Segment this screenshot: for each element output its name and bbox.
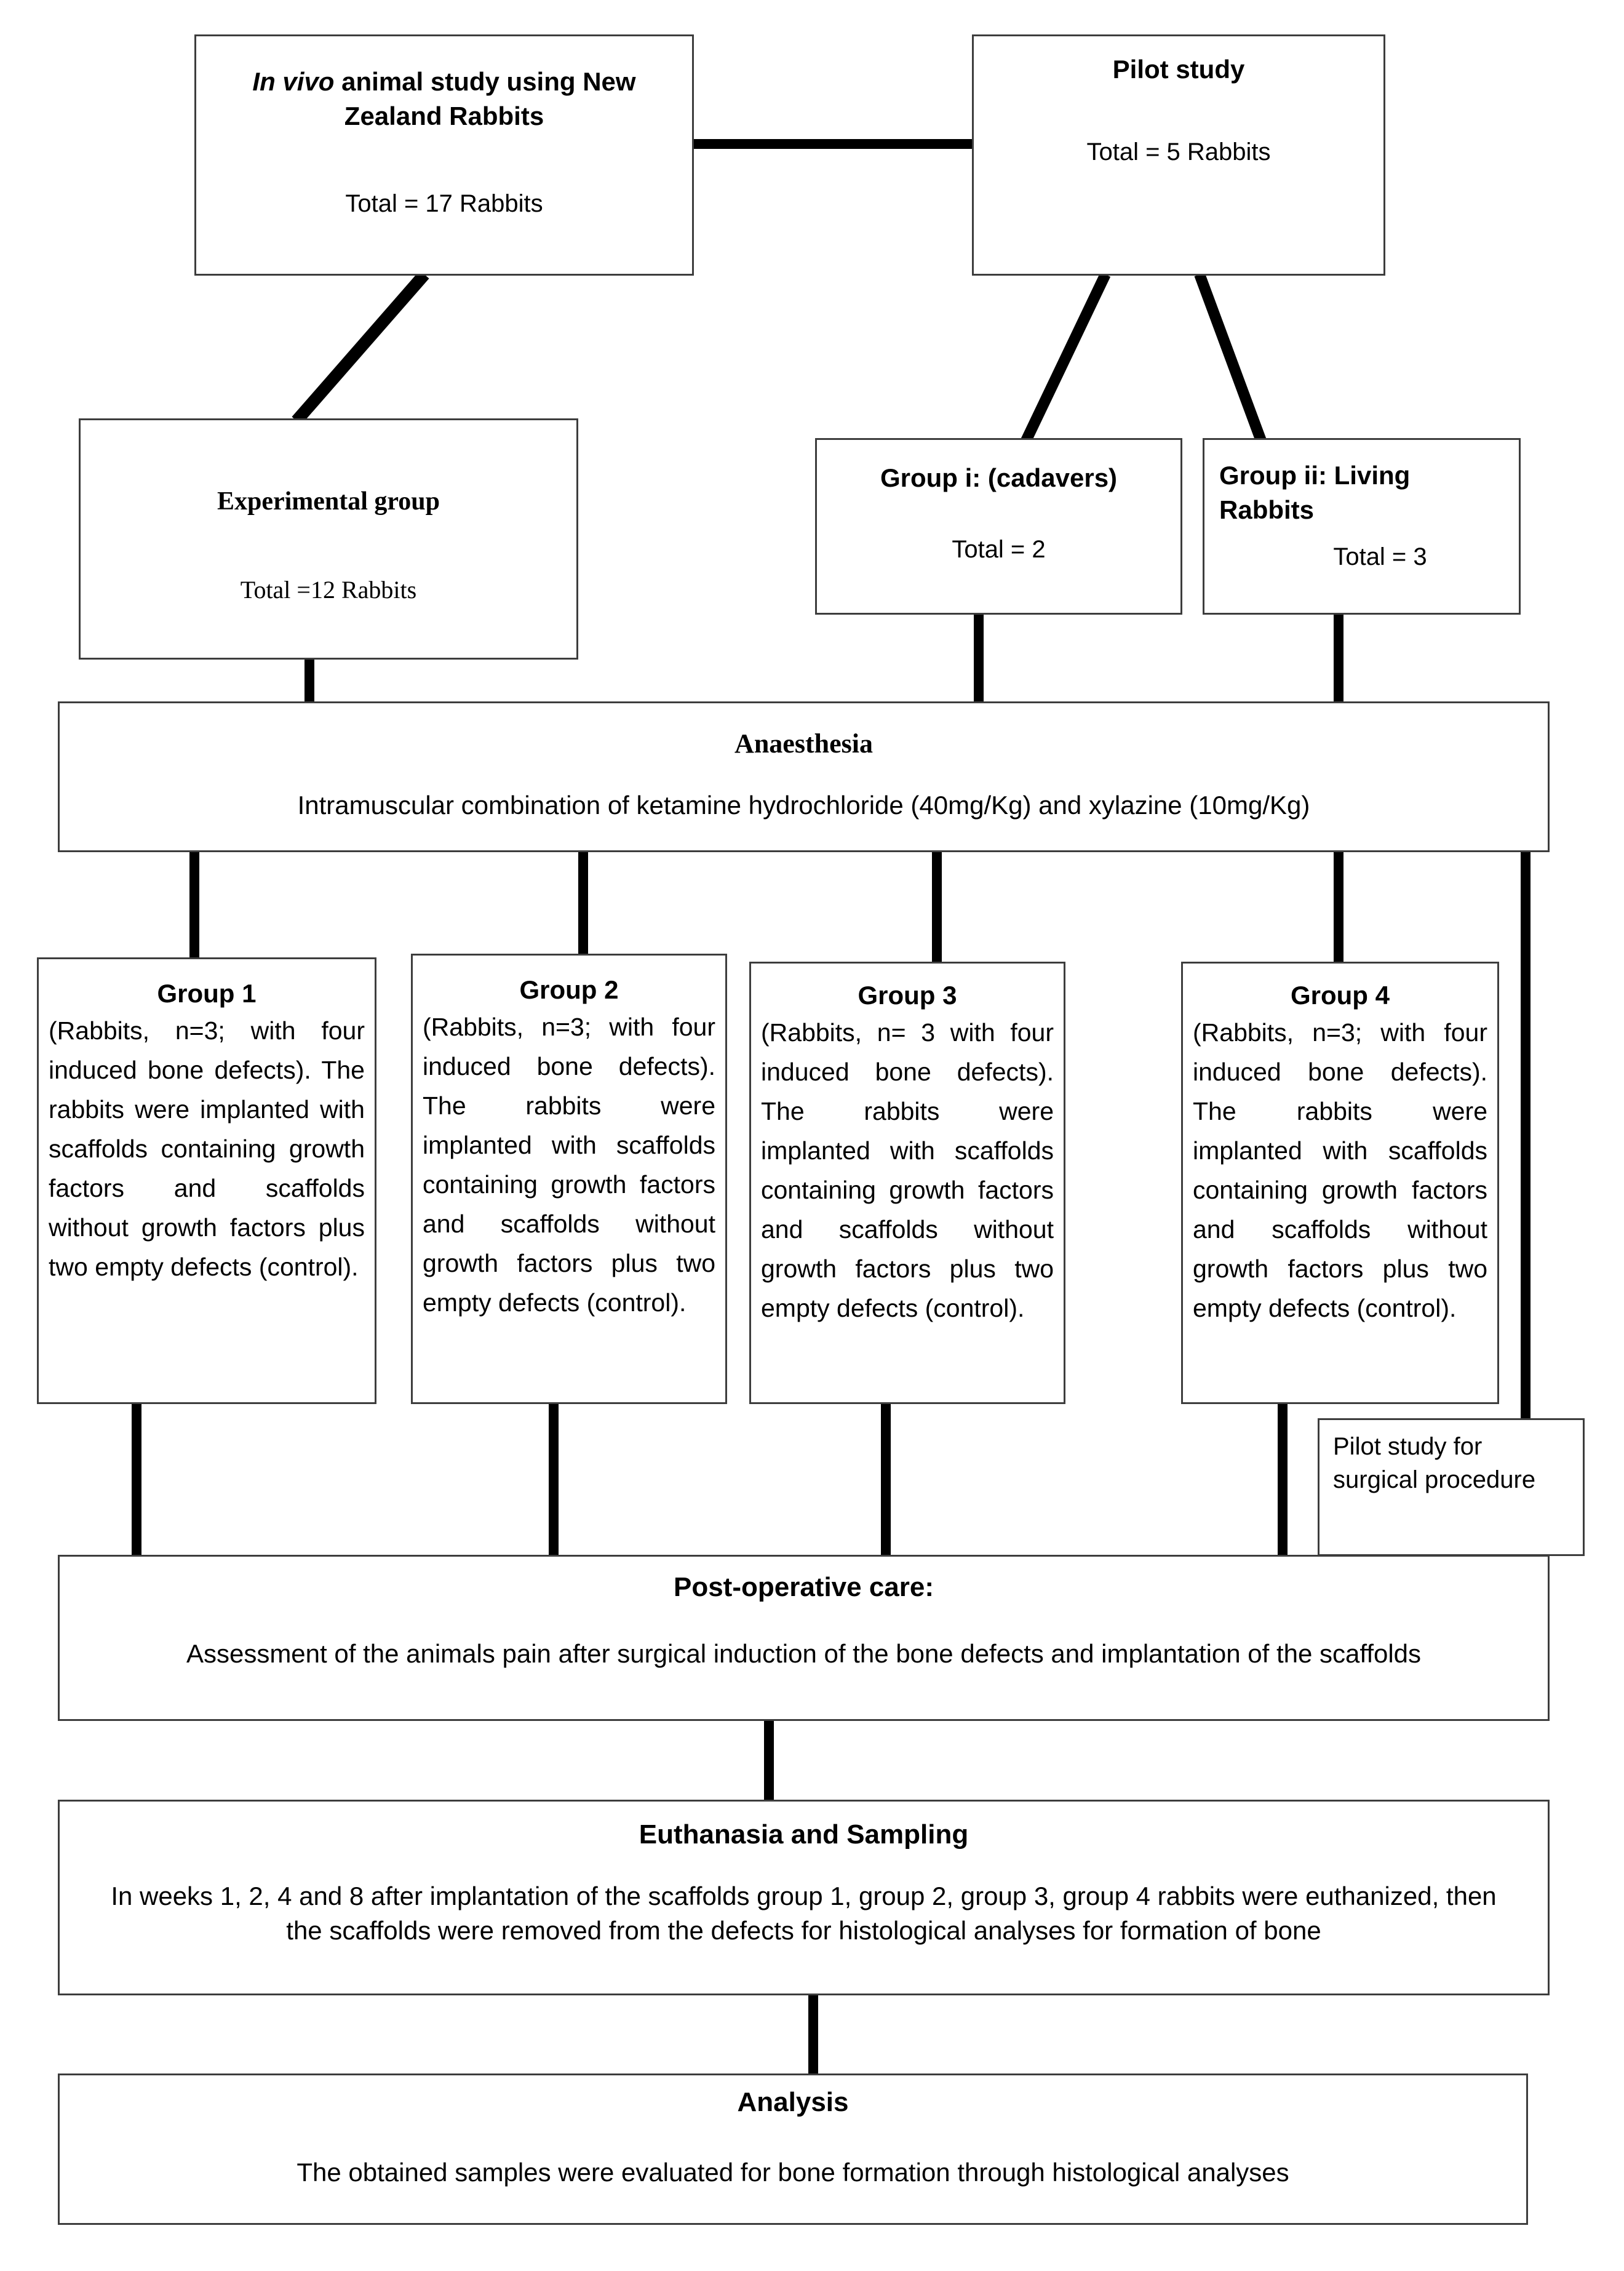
node-invivo-study: In vivo animal study using New Zealand R… xyxy=(194,34,694,276)
node-postop-body: Assessment of the animals pain after sur… xyxy=(186,1639,1422,1668)
node-group-4: Group 4 (Rabbits, n=3; with four induced… xyxy=(1181,962,1499,1404)
node-pilot-title: Pilot study xyxy=(1112,55,1245,84)
node-pilot-study: Pilot study Total = 5 Rabbits xyxy=(972,34,1385,276)
node-euthanasia-title: Euthanasia and Sampling xyxy=(639,1819,969,1850)
node-group-2: Group 2 (Rabbits, n=3; with four induced… xyxy=(411,954,727,1404)
node-group-2-body: (Rabbits, n=3; with four induced bone de… xyxy=(423,1013,715,1317)
node-group-3: Group 3 (Rabbits, n= 3 with four induced… xyxy=(749,962,1065,1404)
node-group-i-title: Group i: (cadavers) xyxy=(880,463,1118,492)
node-experimental-total: Total =12 Rabbits xyxy=(240,576,417,604)
node-pilot-surgical-body: Pilot study for surgical procedure xyxy=(1333,1433,1536,1493)
node-group-i-cadavers: Group i: (cadavers) Total = 2 xyxy=(815,438,1182,615)
node-group-3-body: (Rabbits, n= 3 with four induced bone de… xyxy=(761,1018,1054,1322)
node-group-1-body: (Rabbits, n=3; with four induced bone de… xyxy=(49,1016,365,1281)
node-euthanasia-sampling: Euthanasia and Sampling In weeks 1, 2, 4… xyxy=(58,1800,1550,1995)
node-group-ii-total: Total = 3 xyxy=(1333,543,1427,570)
node-anaesthesia-title: Anaesthesia xyxy=(734,728,873,759)
node-euthanasia-body: In weeks 1, 2, 4 and 8 after implantatio… xyxy=(111,1882,1497,1945)
node-anaesthesia: Anaesthesia Intramuscular combination of… xyxy=(58,701,1550,852)
node-group-3-title: Group 3 xyxy=(858,981,957,1010)
node-analysis-body: The obtained samples were evaluated for … xyxy=(297,2158,1289,2187)
connector-invivo-experimental xyxy=(292,270,429,425)
node-group-4-title: Group 4 xyxy=(1290,981,1390,1010)
node-group-i-total: Total = 2 xyxy=(952,536,1046,563)
node-invivo-total: Total = 17 Rabbits xyxy=(345,190,543,217)
node-group-ii-living: Group ii: Living Rabbits Total = 3 xyxy=(1203,438,1521,615)
connector-pilot-group-i xyxy=(1021,272,1111,443)
connector-pilot-group-ii xyxy=(1194,272,1267,443)
node-group-1-title: Group 1 xyxy=(157,979,257,1008)
node-invivo-title: In vivo animal study using New Zealand R… xyxy=(215,65,674,134)
node-group-2-title: Group 2 xyxy=(519,975,619,1004)
node-postop-title: Post-operative care: xyxy=(673,1572,934,1602)
node-experimental-group: Experimental group Total =12 Rabbits xyxy=(79,418,578,660)
invivo-title-rest: animal study using New Zealand Rabbits xyxy=(334,67,636,130)
node-group-1: Group 1 (Rabbits, n=3; with four induced… xyxy=(37,957,376,1404)
node-postoperative-care: Post-operative care: Assessment of the a… xyxy=(58,1555,1550,1721)
node-experimental-title: Experimental group xyxy=(217,487,440,516)
node-group-4-body: (Rabbits, n=3; with four induced bone de… xyxy=(1193,1018,1487,1322)
invivo-italic-text: In vivo xyxy=(252,67,335,96)
node-anaesthesia-body: Intramuscular combination of ketamine hy… xyxy=(297,791,1310,820)
node-analysis: Analysis The obtained samples were evalu… xyxy=(58,2073,1528,2225)
node-group-ii-title: Group ii: Living Rabbits xyxy=(1219,461,1411,524)
node-analysis-title: Analysis xyxy=(737,2087,849,2117)
node-pilot-surgical-procedure: Pilot study for surgical procedure xyxy=(1318,1418,1585,1556)
node-pilot-total: Total = 5 Rabbits xyxy=(1086,138,1271,166)
